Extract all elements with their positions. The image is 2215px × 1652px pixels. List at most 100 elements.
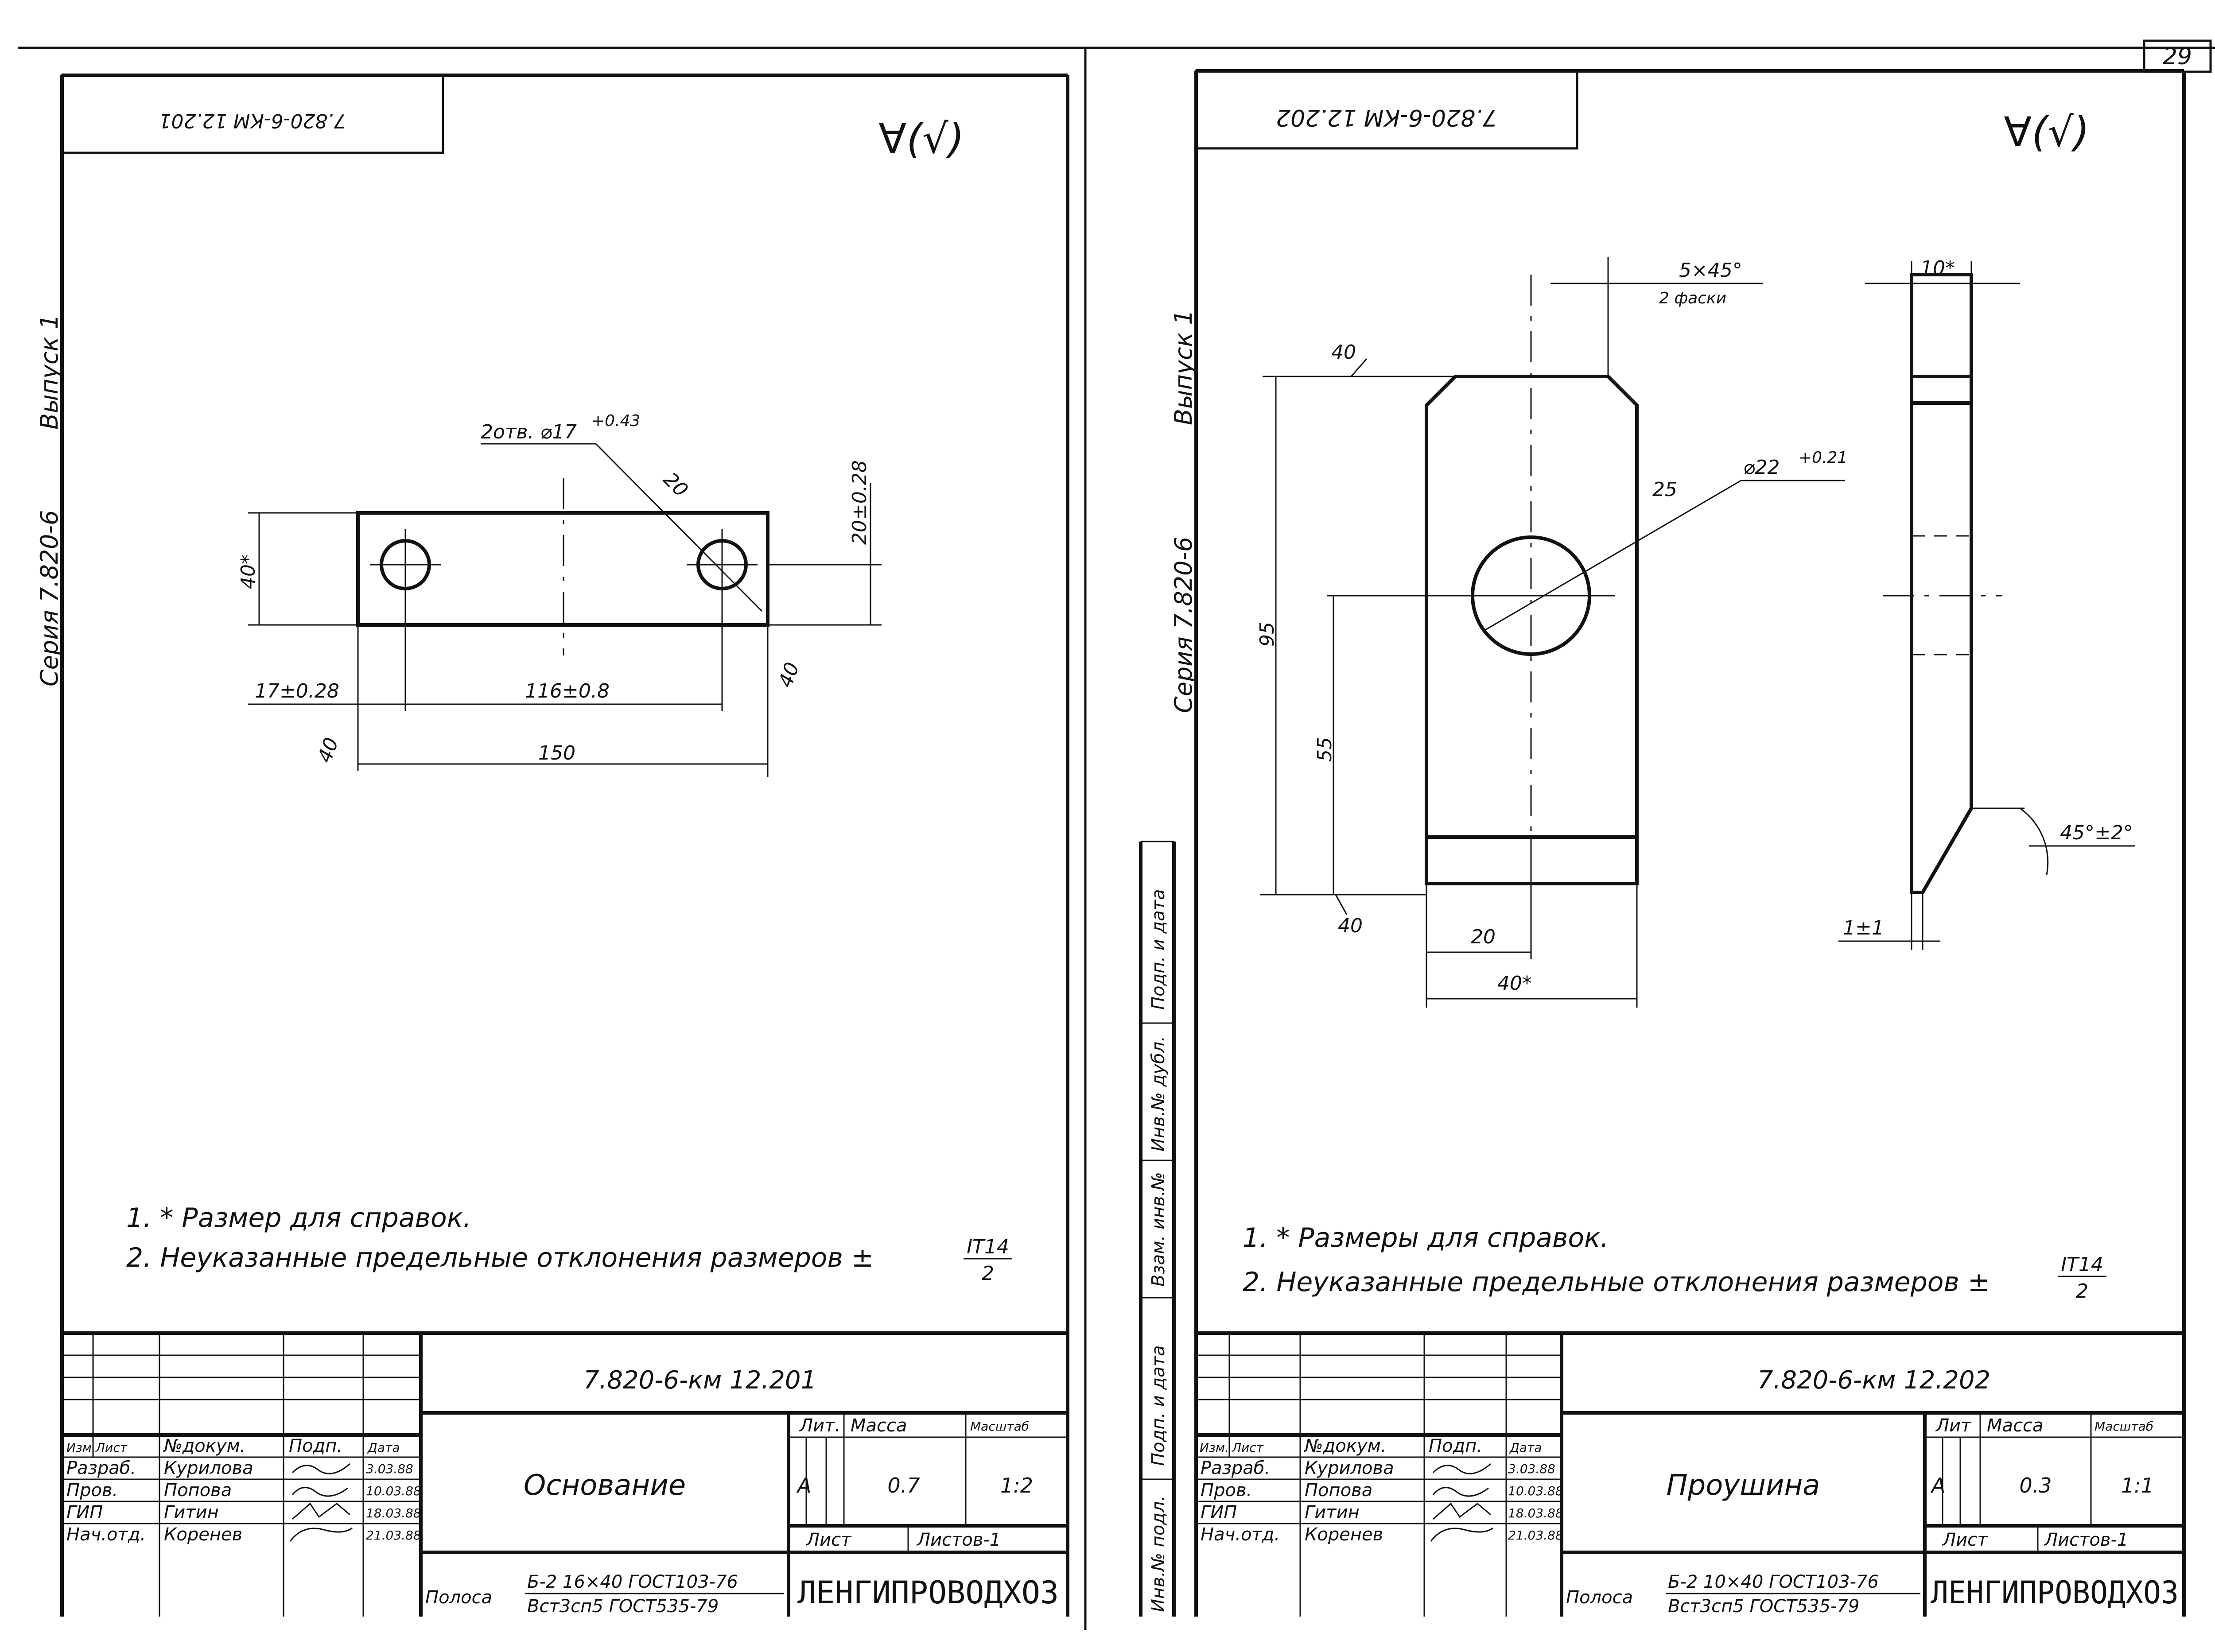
series-label: Серия 7.820-6 [1170,537,1197,713]
dim-40-star: 40* [1497,972,1532,995]
tb-sheets-label: Листов-1 [2044,1530,2128,1550]
row-date-0: 3.03.88 [1508,1462,1555,1476]
row-role-1: Пров. [1201,1480,1252,1501]
col-list: Лист [1232,1440,1264,1455]
tb-name: Основание [524,1469,686,1502]
holes-label: 2отв. ⌀17 [481,421,577,443]
tb-lit-label: Лит [1935,1415,1972,1436]
dim-17: 17±0.28 [255,680,339,702]
row-date-3: 21.03.88 [1508,1528,1563,1543]
code-stamp-box [1195,70,1578,150]
roughness-symbol: ∀(√) [878,115,964,163]
tb-code: 7.820-6-км 12.202 [1757,1366,1990,1395]
tb-scale-label: Масштаб [2095,1419,2153,1434]
margin-stamp-3: Подп. и дата [1148,1346,1169,1466]
title-block: 7.820-6-км 12.202 Проушина Изм. Лист №до… [1196,1331,2184,1617]
dim-angle: 45°±2° [2060,822,2133,844]
plate-outline [356,511,769,627]
tol-denominator: 2 [2076,1280,2088,1303]
margin-stamp-0: Подп. и дата [1148,889,1169,1010]
roughness-symbol: ∀(√) [2004,109,2089,156]
tb-scale-label: Масштаб [970,1419,1029,1434]
row-person-2: Гитин [1305,1502,1360,1523]
col-izm: Изм. [1200,1440,1229,1455]
code-stamp-box [61,74,444,154]
signature-3 [1430,1527,1493,1542]
signature-2 [292,1502,350,1520]
signature-1 [291,1487,348,1497]
row-date-3: 21.03.88 [366,1528,421,1543]
tb-org: ЛЕНГИПРОВОДХОЗ [1931,1574,2179,1611]
sheet-12-202: Подп. и дата Инв.№ дубл. Взам. инв.№ Под… [1139,69,2186,1617]
tb-lit-label: Лит. [799,1415,840,1436]
tb-material-prefix: Полоса [425,1587,492,1608]
tb-code: 7.820-6-км 12.201 [583,1366,816,1395]
col-doc: №докум. [1304,1436,1386,1456]
dim-40-top: 40 [1331,341,1356,364]
col-date: Дата [1509,1440,1542,1455]
row-person-3: Коренев [164,1524,242,1545]
issue-label: Выпуск 1 [1170,310,1197,425]
dim-40-right: 40 [774,659,804,690]
row-role-1: Пров. [66,1480,118,1501]
sheet-12-201: 7.820-6-КМ 12.201 ∀(√) Серия 7.820-6 Вып… [35,74,1069,1617]
dim-55: 55 [1313,737,1336,762]
tb-scale: 1:1 [2121,1474,2154,1497]
margin-stamp-1: Инв.№ дубл. [1148,1036,1169,1152]
tol-denominator: 2 [982,1262,994,1285]
row-date-0: 3.03.88 [366,1462,413,1476]
note-1: 1. * Размер для справок. [126,1202,471,1233]
tb-material-num: Б-2 16×40 ГОСТ103-76 [527,1572,738,1592]
holes-tolerance: +0.43 [591,412,640,430]
tb-mass-label: Масса [1987,1415,2044,1436]
row-role-2: ГИП [1201,1502,1237,1523]
row-date-1: 10.03.88 [1508,1484,1563,1498]
code-stamp: 7.820-6-КМ 12.201 [159,109,346,132]
dim-20-tol: 20±0.28 [848,460,871,545]
note-2: 2. Неуказанные предельные отклонения раз… [1243,1267,1990,1298]
signature-0 [291,1463,350,1474]
dim-40-star: 40* [237,555,260,589]
tb-org: ЛЕНГИПРОВОДХОЗ [797,1574,1059,1611]
tb-mass: 0.3 [2019,1474,2052,1497]
row-role-3: Нач.отд. [1201,1524,1280,1545]
row-role-0: Разраб. [66,1458,136,1478]
row-person-1: Попова [1305,1480,1372,1501]
tb-material-prefix: Полоса [1566,1587,1633,1608]
dim-40-left: 40 [313,735,343,766]
col-sign: Подп. [1429,1436,1482,1456]
tb-name: Проушина [1667,1469,1820,1502]
tb-material-num: Б-2 10×40 ГОСТ103-76 [1668,1572,1879,1592]
page-number: 29 [2163,43,2192,70]
tb-mass-label: Масса [851,1415,907,1436]
dim-116: 116±0.8 [525,680,610,702]
dim-25: 25 [1652,478,1677,501]
tb-material-den: Вст3сп5 ГОСТ535-79 [1668,1596,1859,1617]
row-date-2: 18.03.88 [1508,1506,1563,1520]
col-doc: №докум. [163,1436,245,1456]
tol-numerator: IT14 [967,1236,1009,1258]
col-date: Дата [367,1440,400,1455]
dim-20-upper: 20 [659,468,692,502]
row-role-2: ГИП [66,1502,103,1523]
row-person-0: Курилова [164,1458,253,1478]
row-person-0: Курилова [1305,1458,1394,1478]
row-person-3: Коренев [1305,1524,1383,1545]
code-stamp: 7.820-6-КМ 12.202 [1276,104,1497,131]
series-label: Серия 7.820-6 [35,510,63,686]
signature-3 [289,1527,353,1542]
dim-150: 150 [538,742,575,764]
issue-label: Выпуск 1 [35,314,63,430]
row-person-1: Попова [164,1480,232,1501]
tb-lit: А [1930,1474,1945,1497]
signature-1 [1432,1487,1489,1497]
dim-20: 20 [1471,926,1496,948]
row-date-1: 10.03.88 [366,1484,421,1498]
tb-mass: 0.7 [887,1474,920,1497]
col-list: Лист [95,1440,128,1455]
tb-lit: А [796,1474,811,1497]
dim-10-star: 10* [1920,257,1955,279]
row-role-0: Разраб. [1201,1458,1270,1478]
hole-tolerance: +0.21 [1799,449,1847,467]
